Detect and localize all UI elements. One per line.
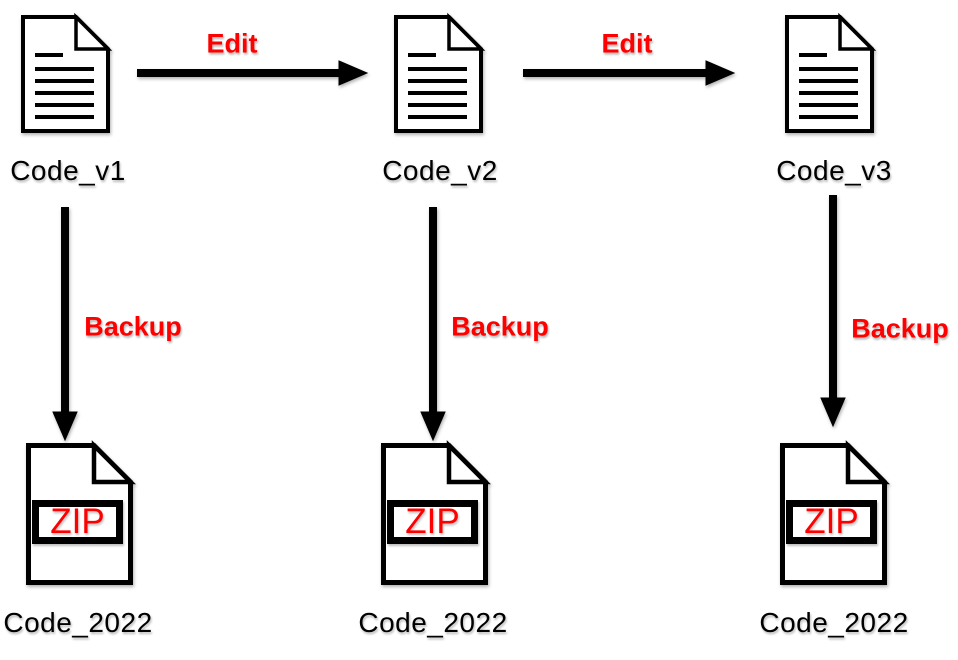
backup-label: Backup xyxy=(84,311,182,342)
document-icon xyxy=(785,12,877,133)
zip-badge-text: ZIP xyxy=(804,502,859,541)
backup-arrow xyxy=(52,207,78,442)
archive-file-label: Code_2022 xyxy=(358,607,508,638)
edit-label: Edit xyxy=(206,28,258,59)
zip-file-icon: ZIP xyxy=(26,440,136,585)
source-file-label: Code_v2 xyxy=(382,155,498,186)
document-icon xyxy=(21,12,113,133)
backup-label: Backup xyxy=(851,313,949,344)
archive-file-label: Code_2022 xyxy=(3,607,153,638)
edit-arrow xyxy=(137,60,369,86)
edit-arrow xyxy=(523,60,736,86)
edit-label: Edit xyxy=(601,28,653,59)
zip-badge: ZIP xyxy=(786,500,877,544)
archive-file-label: Code_2022 xyxy=(759,607,909,638)
document-icon xyxy=(394,12,486,133)
zip-file-icon: ZIP xyxy=(780,440,890,585)
zip-badge-text: ZIP xyxy=(405,502,460,541)
zip-file-icon: ZIP xyxy=(381,440,491,585)
backup-label: Backup xyxy=(451,311,549,342)
source-file-label: Code_v1 xyxy=(10,155,126,186)
zip-badge: ZIP xyxy=(387,500,478,544)
zip-badge: ZIP xyxy=(32,500,123,544)
backup-arrow xyxy=(420,207,446,442)
zip-badge-text: ZIP xyxy=(50,502,105,541)
source-file-label: Code_v3 xyxy=(776,155,892,186)
backup-arrow xyxy=(820,195,846,428)
